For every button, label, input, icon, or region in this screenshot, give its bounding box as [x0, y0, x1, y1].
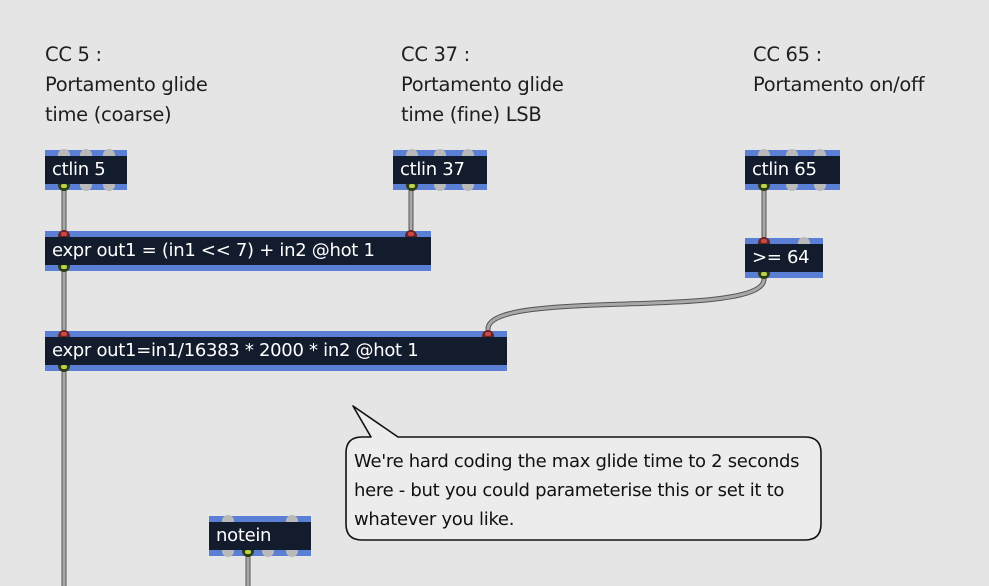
outlet[interactable] — [758, 272, 770, 279]
outlet[interactable] — [58, 265, 70, 272]
object-text: ctlin 5 — [45, 156, 127, 184]
inlet[interactable] — [462, 149, 474, 156]
object-greater-equal-64[interactable]: >= 64 — [745, 237, 823, 279]
object-text: ctlin 65 — [745, 156, 840, 184]
object-ctlin-65[interactable]: ctlin 65 — [745, 149, 840, 191]
comment-cc65[interactable]: CC 65 : Portamento on/off — [753, 43, 925, 96]
comment-cc5[interactable]: CC 5 : Portamento glide time (coarse) — [45, 43, 208, 126]
outlet[interactable] — [262, 550, 274, 557]
inlet[interactable] — [814, 149, 826, 156]
outlet[interactable] — [58, 365, 70, 372]
object-expr-shift-combine[interactable]: expr out1 = (in1 << 7) + in2 @hot 1 — [45, 230, 431, 272]
outlet[interactable] — [406, 184, 418, 191]
inlet[interactable] — [406, 149, 418, 156]
bubble-comment[interactable]: We're hard coding the max glide time to … — [354, 451, 800, 530]
inlet[interactable] — [58, 330, 70, 337]
inlet[interactable] — [222, 515, 234, 522]
object-text: expr out1=in1/16383 * 2000 * in2 @hot 1 — [45, 337, 507, 365]
outlet[interactable] — [434, 184, 446, 191]
outlet[interactable] — [222, 550, 234, 557]
inlet[interactable] — [286, 515, 298, 522]
object-ctlin-5[interactable]: ctlin 5 — [45, 149, 127, 191]
inlet[interactable] — [758, 149, 770, 156]
outlet[interactable] — [462, 184, 474, 191]
inlet[interactable] — [58, 230, 70, 237]
object-text: ctlin 37 — [393, 156, 487, 184]
outlet[interactable] — [80, 184, 92, 191]
outlet[interactable] — [758, 184, 770, 191]
comment-cc37[interactable]: CC 37 : Portamento glide time (fine) LSB — [401, 43, 564, 126]
inlet[interactable] — [482, 330, 494, 337]
object-text: expr out1 = (in1 << 7) + in2 @hot 1 — [45, 237, 431, 265]
inlet[interactable] — [786, 149, 798, 156]
inlet[interactable] — [58, 149, 70, 156]
inlet[interactable] — [758, 237, 770, 244]
outlet[interactable] — [814, 184, 826, 191]
inlet[interactable] — [103, 149, 115, 156]
object-ctlin-37[interactable]: ctlin 37 — [393, 149, 487, 191]
outlet[interactable] — [286, 550, 298, 557]
outlet[interactable] — [786, 184, 798, 191]
object-expr-glide-time[interactable]: expr out1=in1/16383 * 2000 * in2 @hot 1 — [45, 330, 507, 372]
inlet[interactable] — [405, 230, 417, 237]
object-text: >= 64 — [745, 244, 823, 272]
object-notein[interactable]: notein — [209, 515, 311, 557]
outlet[interactable] — [58, 184, 70, 191]
inlet[interactable] — [434, 149, 446, 156]
inlet[interactable] — [80, 149, 92, 156]
object-text: notein — [209, 522, 311, 550]
outlet[interactable] — [103, 184, 115, 191]
outlet[interactable] — [242, 550, 254, 557]
inlet[interactable] — [798, 237, 810, 244]
